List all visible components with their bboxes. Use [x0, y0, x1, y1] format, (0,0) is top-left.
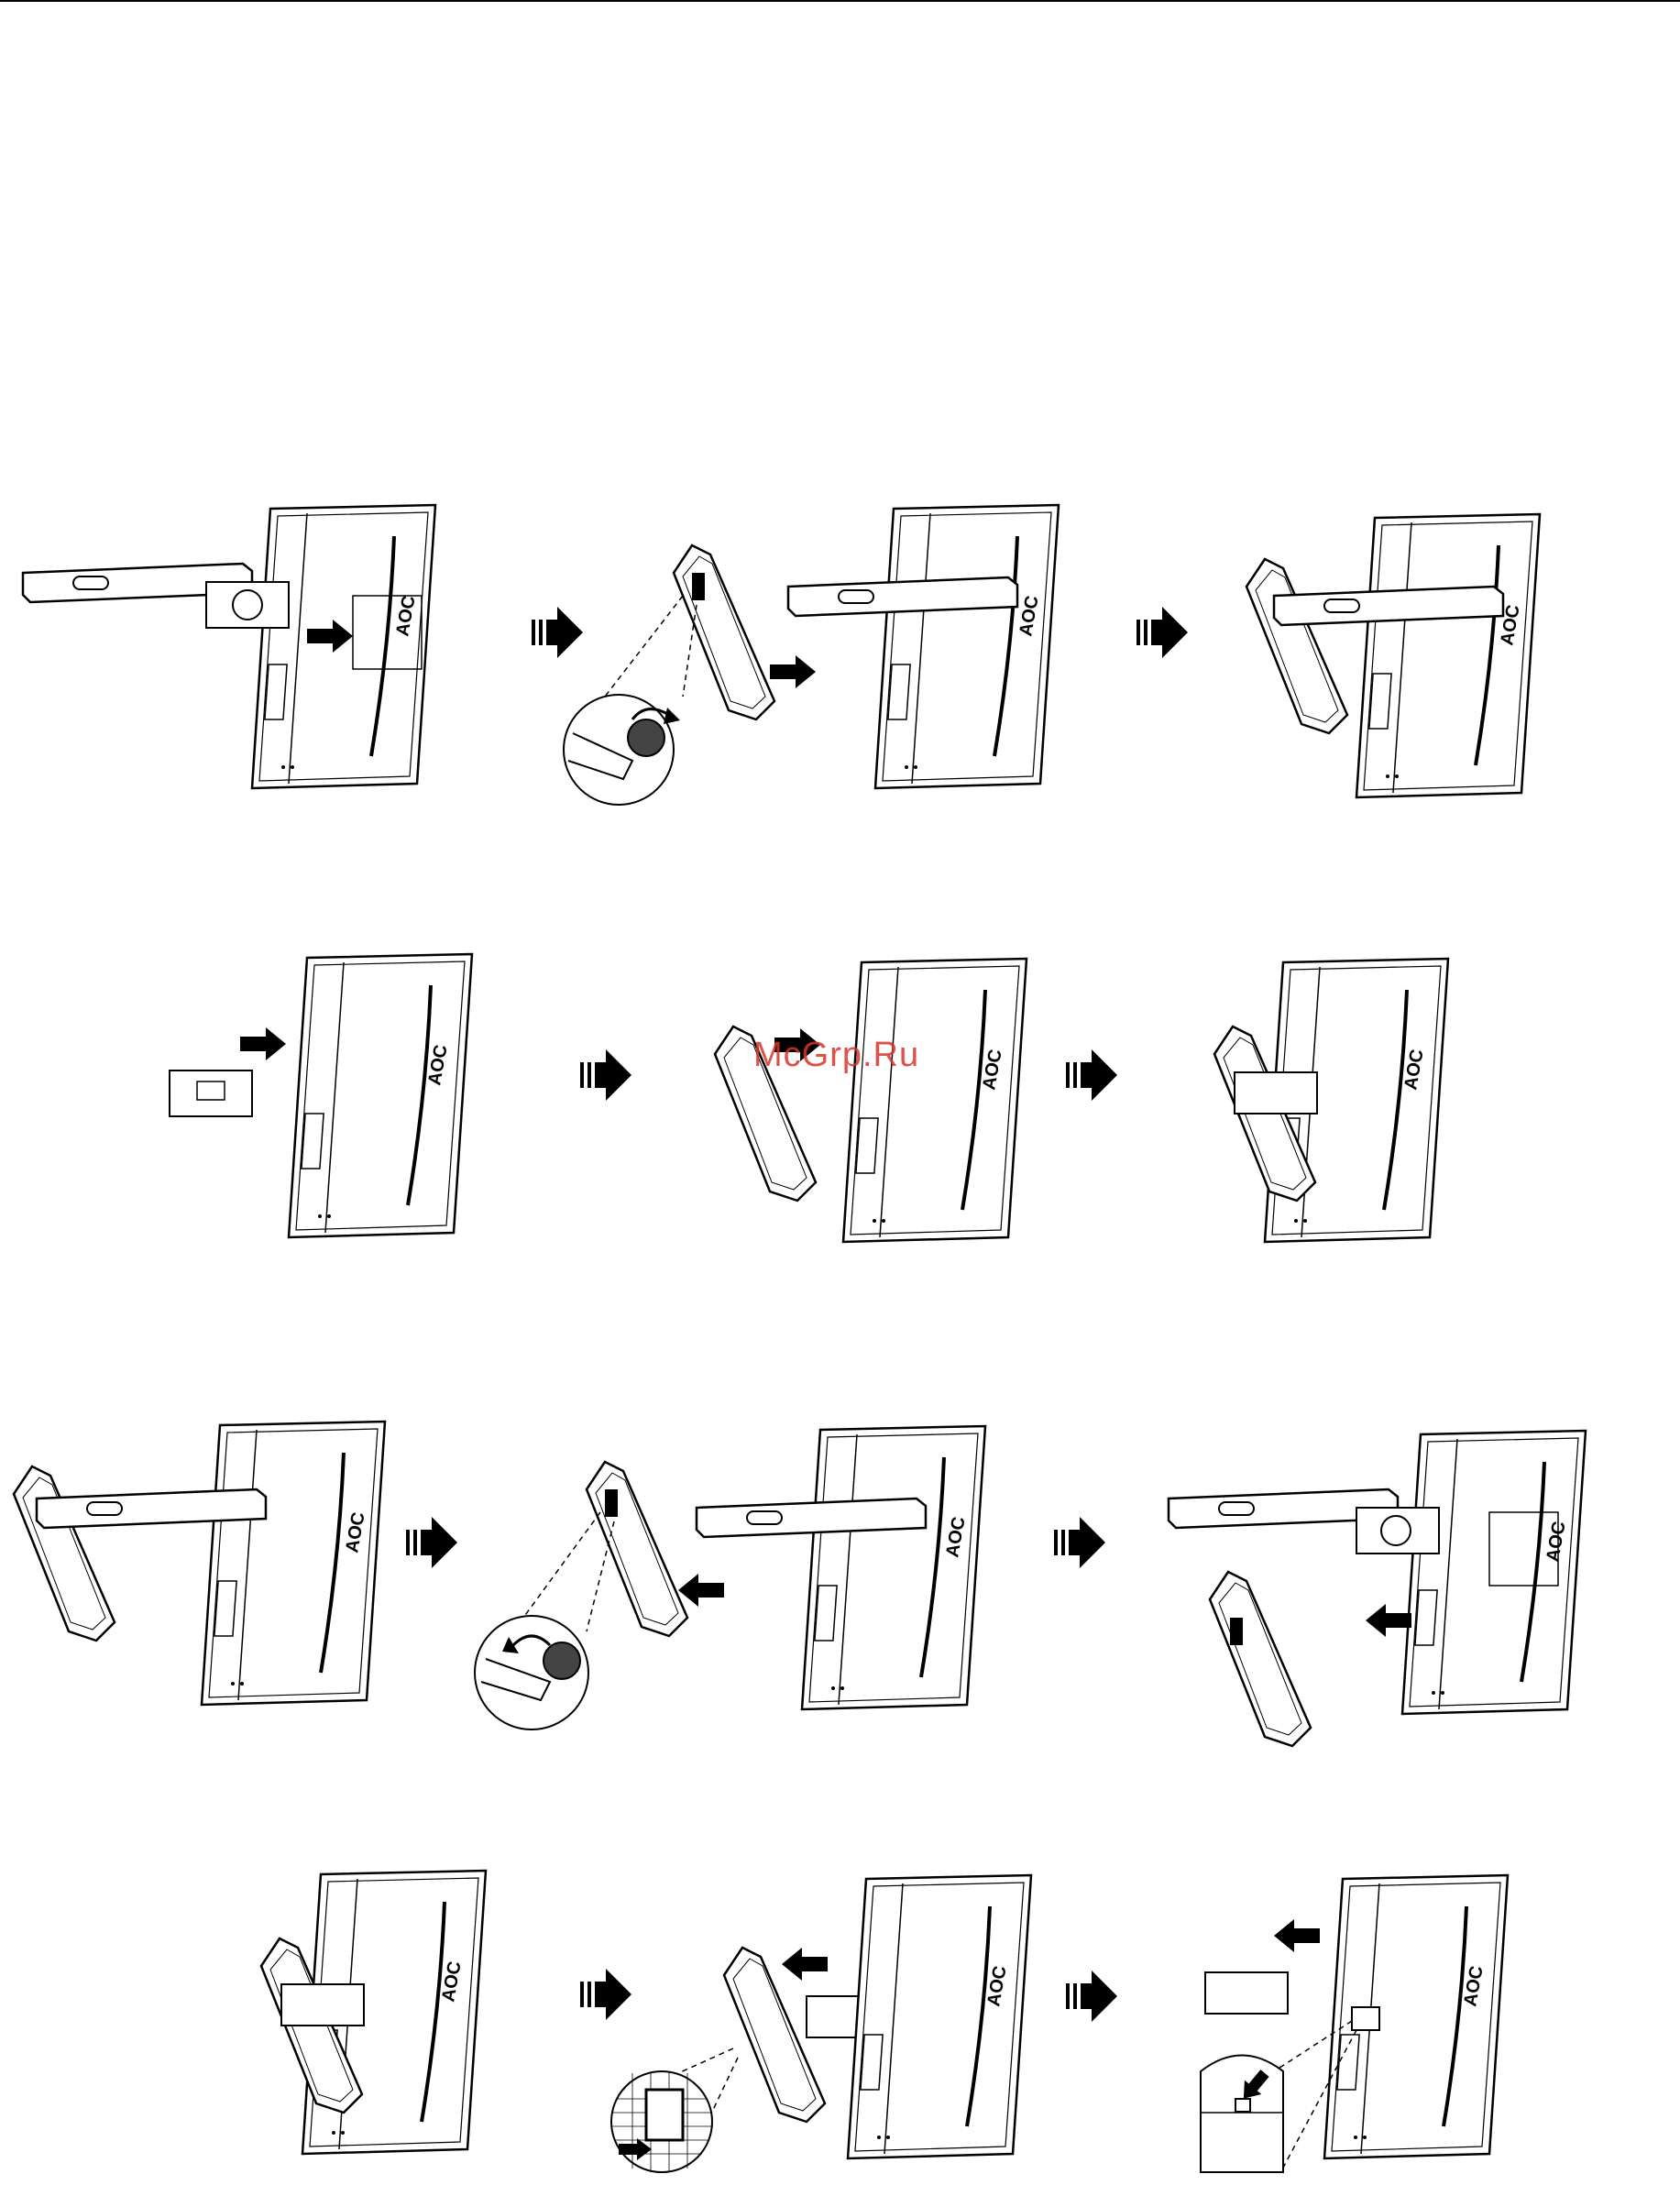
row3-step2-monitor: AOC — [802, 1426, 985, 1709]
row1-step3-monitor: AOC — [1356, 514, 1540, 797]
row3-step1-base — [14, 1466, 115, 1641]
solid-arrow-icon — [1366, 1604, 1411, 1637]
triple-bar-arrow-icon — [1066, 1049, 1117, 1101]
release-latch-detail — [611, 2071, 712, 2172]
row3-step3-arm — [1169, 1489, 1439, 1554]
triple-bar-arrow-icon — [580, 1969, 631, 2020]
row3-step3-base — [1210, 1572, 1311, 1746]
solid-arrow-icon — [782, 1948, 828, 1981]
row2-step1-monitor: AOC — [289, 954, 472, 1237]
triple-bar-arrow-icon — [532, 607, 583, 658]
row1-step2-base — [674, 545, 774, 719]
row-3: AOC AOC — [14, 1422, 1586, 1746]
row3-step2-base — [587, 1462, 687, 1636]
row4-step3-bracket — [1205, 1972, 1288, 2014]
triple-bar-arrow-icon — [406, 1517, 457, 1568]
solid-arrow-icon — [770, 655, 816, 688]
triple-bar-arrow-icon — [580, 1049, 631, 1101]
row3-step1-monitor: AOC — [202, 1422, 385, 1705]
triple-bar-arrow-icon — [1136, 607, 1188, 658]
rotate-screw-icon — [564, 695, 680, 805]
solid-arrow-icon — [240, 1027, 286, 1060]
row4-step3-monitor: AOC — [1324, 1875, 1508, 2158]
solid-arrow-icon — [1274, 1919, 1320, 1952]
row1-arm — [23, 564, 289, 628]
row-2: AOC AOC AOC — [170, 954, 1448, 1242]
watermark: McGrp.Ru — [753, 1036, 919, 1075]
triple-bar-arrow-icon — [1054, 1517, 1105, 1568]
row2-step2-monitor: AOC — [843, 959, 1027, 1242]
rotate-screw-icon — [475, 1616, 588, 1729]
row4-step2-monitor: AOC — [848, 1875, 1031, 2158]
row-1: AOC AOC — [23, 505, 1540, 805]
triple-bar-arrow-icon — [1066, 1971, 1117, 2022]
row3-step3-monitor: AOC — [1402, 1431, 1586, 1714]
row2-bracket — [170, 1071, 252, 1116]
latch-detail — [1201, 2056, 1283, 2173]
row-4: AOC AOC — [261, 1871, 1508, 2172]
row1-step1: AOC — [252, 505, 435, 788]
row1-step2-monitor: AOC — [875, 505, 1059, 788]
solid-arrow-icon — [678, 1574, 724, 1607]
row1-step3-base — [1246, 559, 1347, 733]
